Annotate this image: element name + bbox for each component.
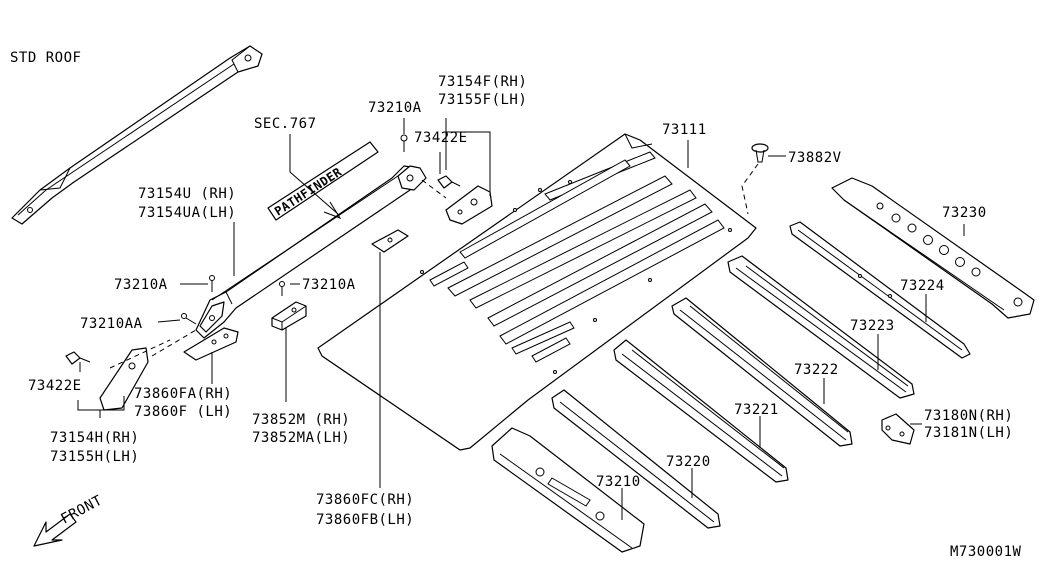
label-73210: 73210 [596,474,641,490]
label-73154U: 73154U (RH) [138,186,236,202]
label-73154F: 73154F(RH) [438,74,527,90]
bracket-73860FA [183,327,239,361]
bow-73224 [789,221,971,359]
bow-73230 [831,177,1035,319]
label-73860FC: 73860FC(RH) [316,492,414,508]
bow-73222 [671,297,853,447]
bow-73221 [613,339,789,483]
bolt-73210A-left [209,275,215,292]
label-73852M: 73852M (RH) [252,412,350,428]
label-73210A-mid: 73210A [302,277,356,293]
label-73210A-left: 73210A [114,277,168,293]
std-roof-label: STD ROOF [10,50,81,66]
bolt-73210A-mid [279,281,285,296]
block-73852M [271,301,307,331]
label-73155F: 73155F(LH) [438,92,527,108]
label-73220: 73220 [666,454,711,470]
front-label: FRONT [58,492,105,527]
label-73230: 73230 [942,205,987,221]
bow-73220 [551,389,721,529]
label-73223: 73223 [850,318,895,334]
side-rail-73154U [195,165,427,339]
label-73221: 73221 [734,402,779,418]
bracket-73154F [445,185,493,225]
std-roof-rail [11,45,263,225]
bow-73223 [727,255,915,399]
label-73154H: 73154H(RH) [50,430,139,446]
label-73155H: 73155H(LH) [50,449,139,465]
sec-reference-label: SEC.767 [254,116,317,132]
front-arrow-icon [33,513,77,547]
leader-lines [77,118,965,520]
label-73111: 73111 [662,122,707,138]
label-73210AA: 73210AA [80,316,143,332]
figure-code: M730001W [950,544,1022,560]
label-73882V: 73882V [788,150,842,166]
roof-panel-73111 [317,133,757,451]
label-73224: 73224 [900,278,945,294]
bracket-73860FC [371,229,409,253]
label-73852MA: 73852MA(LH) [252,430,350,446]
label-73860F: 73860F (LH) [134,404,232,420]
label-73860FB: 73860FB(LH) [316,512,414,528]
bow-73210 [491,427,645,553]
label-73422E-top: 73422E [414,130,468,146]
bolt-73210A-top [400,134,408,152]
label-73154UA: 73154UA(LH) [138,205,236,221]
clip-73422E-left [65,351,91,365]
bracket-73180N [881,413,915,445]
label-73180N: 73180N(RH) [924,408,1013,424]
label-73222: 73222 [794,362,839,378]
bolt-73210AA [181,313,197,325]
label-73210A-top: 73210A [368,100,422,116]
label-73422E-left: 73422E [28,378,82,394]
clip-73422E-top [437,175,461,189]
label-73181N: 73181N(LH) [924,425,1013,441]
part-labels: STD ROOF SEC.767 73154F(RH) 73155F(LH) 7… [10,50,1022,560]
clip-73882V [751,143,769,163]
label-73860FA: 73860FA(RH) [134,386,232,402]
